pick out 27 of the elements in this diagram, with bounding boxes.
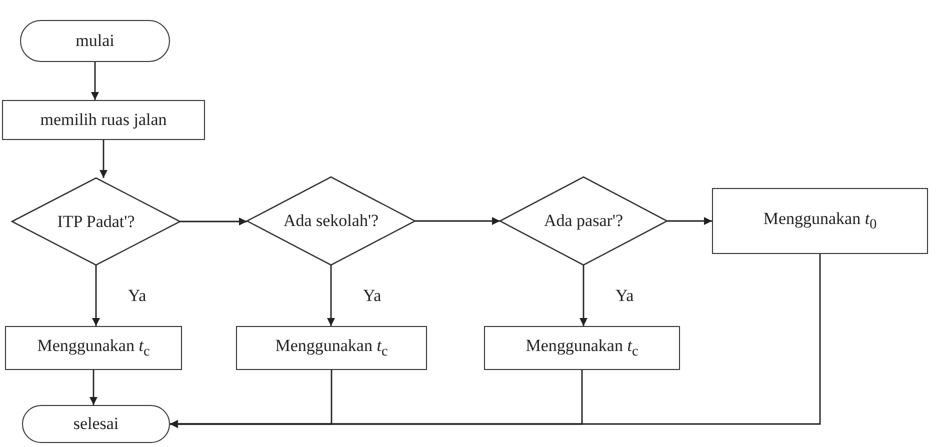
terminator-box [20,20,170,62]
arrow [92,265,100,326]
terminator-box [22,405,170,443]
node-text: Menggunakan t$_{c}$ [37,336,150,360]
node-text: Menggunakan t$_{c}$ [526,336,638,360]
decision-text: Ada sekolah'? [283,211,379,231]
arrow [90,370,98,405]
process-box [236,326,427,370]
arrow [100,140,108,178]
node-text: Menggunakan t$_{0}$ [763,208,877,234]
node-text: memilih ruas jalan [40,110,167,130]
process-box [712,188,928,254]
decision-text: Ada pasar'? [544,211,624,231]
arrow [580,265,588,326]
arrow [180,218,247,226]
decision-text: ITP Padat'? [57,212,135,232]
process-box [5,326,182,370]
node-text: Menggunakan t$_{c}$ [275,336,388,360]
arrow [667,217,712,225]
arrow [170,254,821,428]
node-text: mulai [76,31,114,51]
node-text: selesai [73,414,119,434]
arrow [415,217,500,225]
process-box [2,100,205,140]
arrow [327,265,335,326]
arrow [91,62,99,100]
process-box [484,326,680,370]
